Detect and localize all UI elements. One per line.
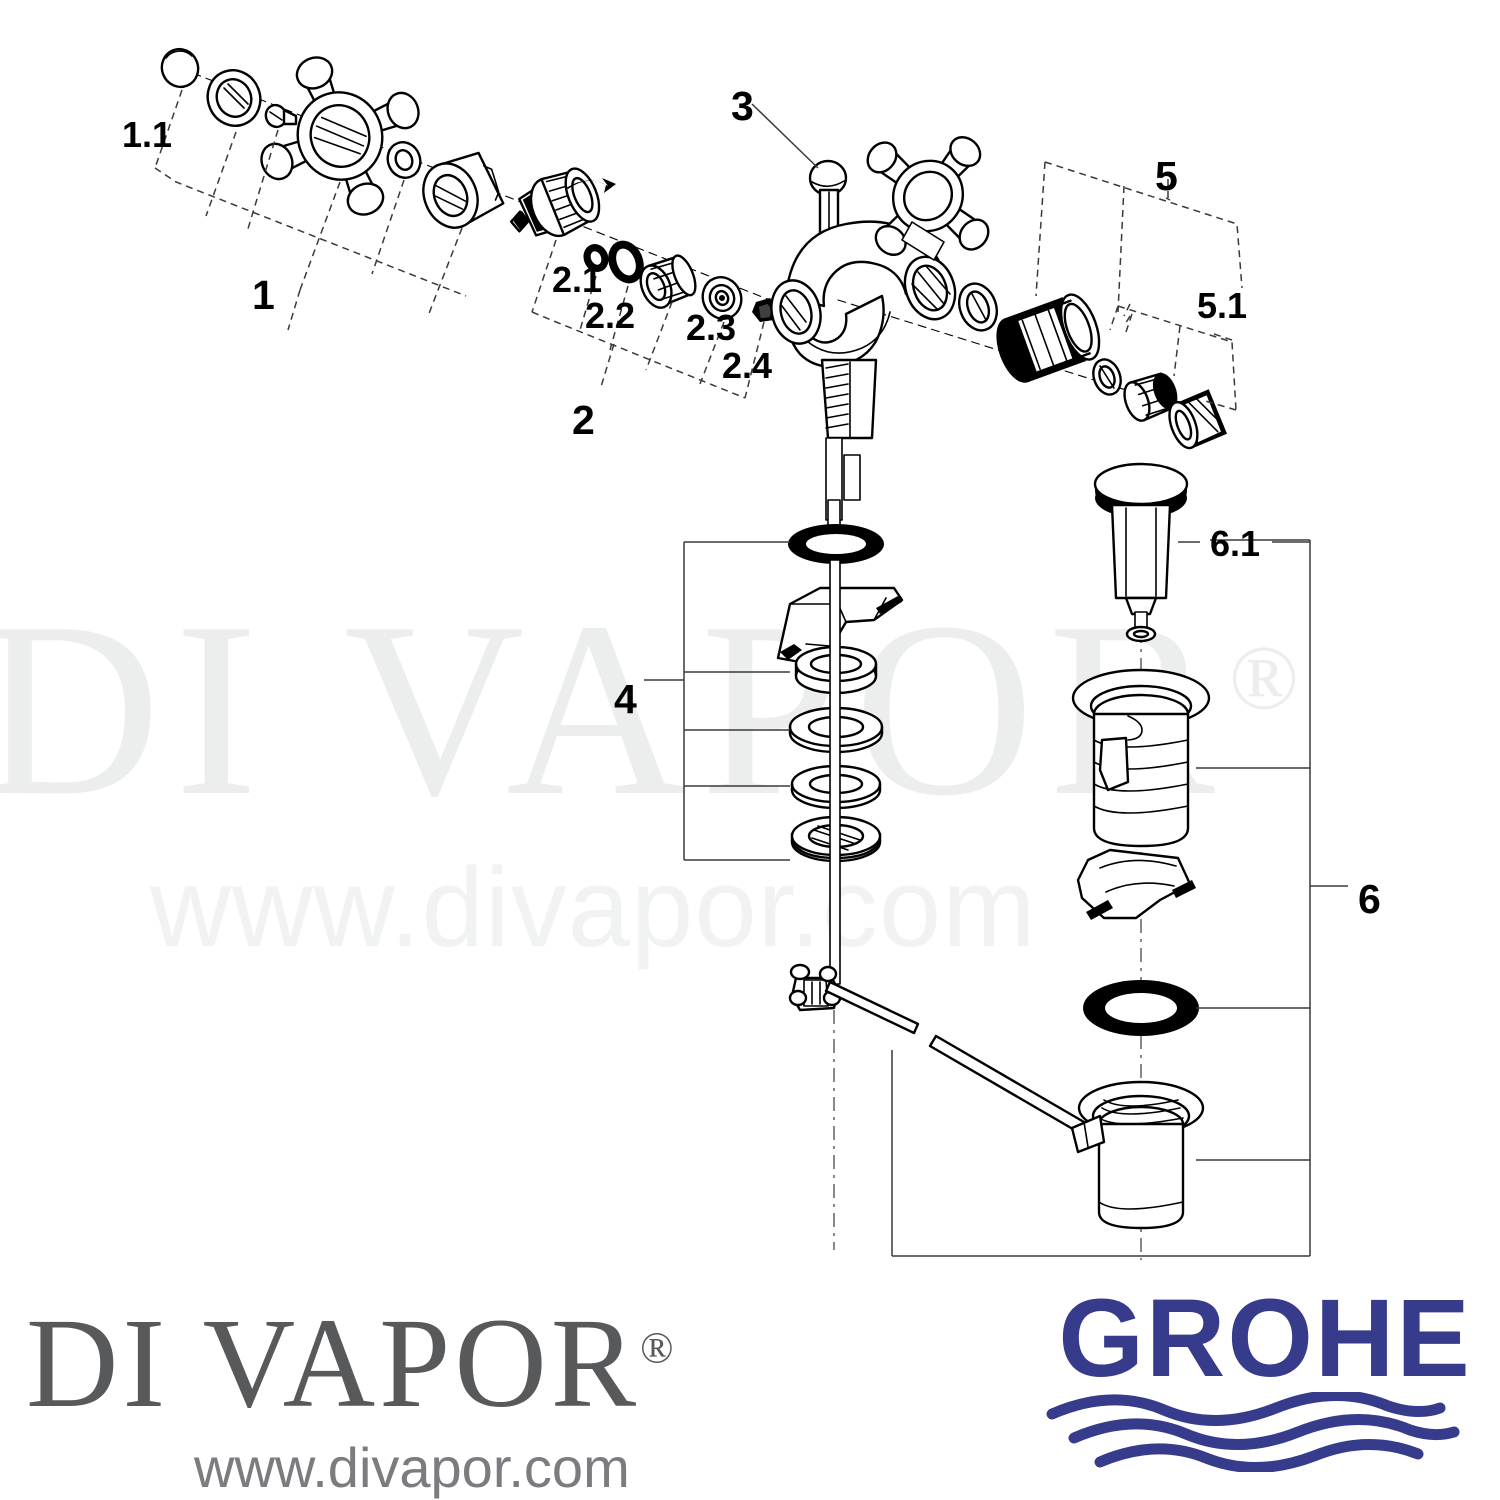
callout-4: 4 [614, 676, 637, 722]
callout-6: 6 [1358, 876, 1381, 922]
callout-2-4: 2.4 [722, 345, 773, 386]
divapor-wordmark: DI VAPOR® [26, 1296, 786, 1430]
part-waste-shaped-washer [1076, 848, 1196, 920]
callout-6-1: 6.1 [1210, 523, 1261, 564]
part-waste-body [1071, 668, 1211, 848]
part-index-cap [160, 47, 200, 89]
part-handle-screw [264, 103, 298, 129]
assembly-axis-lines [179, 67, 1223, 1260]
part-waste-nut [1070, 1080, 1205, 1230]
part-o-ring-body [788, 524, 884, 564]
grohe-logo: GROHE [1040, 1284, 1490, 1477]
part-left-inlet [770, 279, 822, 345]
part-linkage-clip [788, 963, 842, 1012]
grohe-wordmark: GROHE [1058, 1277, 1472, 1400]
leader-group-3 [751, 103, 819, 169]
callout-5: 5 [1155, 153, 1178, 199]
callout-2: 2 [572, 397, 595, 443]
part-headpart [509, 167, 616, 238]
callout-2-1: 2.1 [552, 259, 603, 300]
registered-trademark-icon: ® [640, 1323, 674, 1373]
part-cross-head-handle [260, 56, 420, 216]
callout-1-1: 1.1 [122, 114, 173, 155]
part-mousseur-housing [1092, 358, 1122, 396]
part-handle-adaptor-sleeve [422, 151, 505, 229]
part-valve-seat [639, 254, 697, 309]
bracket-group-5 [1035, 161, 1243, 333]
part-o-ring-small [583, 244, 609, 272]
part-waste-plug [1093, 462, 1189, 643]
part-lift-rod-shaft [829, 559, 841, 985]
part-mousseur-cap [1168, 389, 1228, 450]
bracket-group-4 [644, 541, 790, 861]
callout-1: 1 [252, 272, 275, 318]
callout-3: 3 [731, 83, 754, 129]
part-mousseur [1123, 372, 1178, 422]
part-washer-ring [386, 141, 422, 179]
divapor-logo: DI VAPOR® www.divapor.com [26, 1296, 786, 1496]
part-tap-body [770, 220, 957, 561]
bracket-group-1 [154, 89, 467, 331]
bracket-group-2 [531, 239, 765, 399]
part-cross-head-handle-right [866, 136, 990, 261]
bracket-group-6 [891, 539, 1348, 1257]
part-linkage-rod-upper [824, 980, 920, 1035]
divapor-word-text: DI VAPOR [26, 1292, 641, 1434]
grohe-waves-icon [1046, 1392, 1460, 1472]
callout-5-1: 5.1 [1197, 285, 1248, 326]
part-o-ring-large [608, 240, 644, 284]
part-lift-rod-knob [808, 159, 848, 238]
part-waste-o-ring [1083, 980, 1199, 1036]
part-handle-cap-ring [206, 69, 262, 127]
divapor-url: www.divapor.com [194, 1436, 630, 1499]
part-right-inlet [903, 255, 957, 321]
bracket-group-5.1 [1109, 305, 1237, 411]
part-outlet-sleeve [996, 293, 1101, 383]
callout-2-3: 2.3 [686, 307, 737, 348]
part-outlet-ring [957, 282, 999, 332]
callout-2-2: 2.2 [585, 295, 636, 336]
part-waste-linkage-rod [928, 1034, 1086, 1134]
part-seal-disc [701, 276, 743, 320]
